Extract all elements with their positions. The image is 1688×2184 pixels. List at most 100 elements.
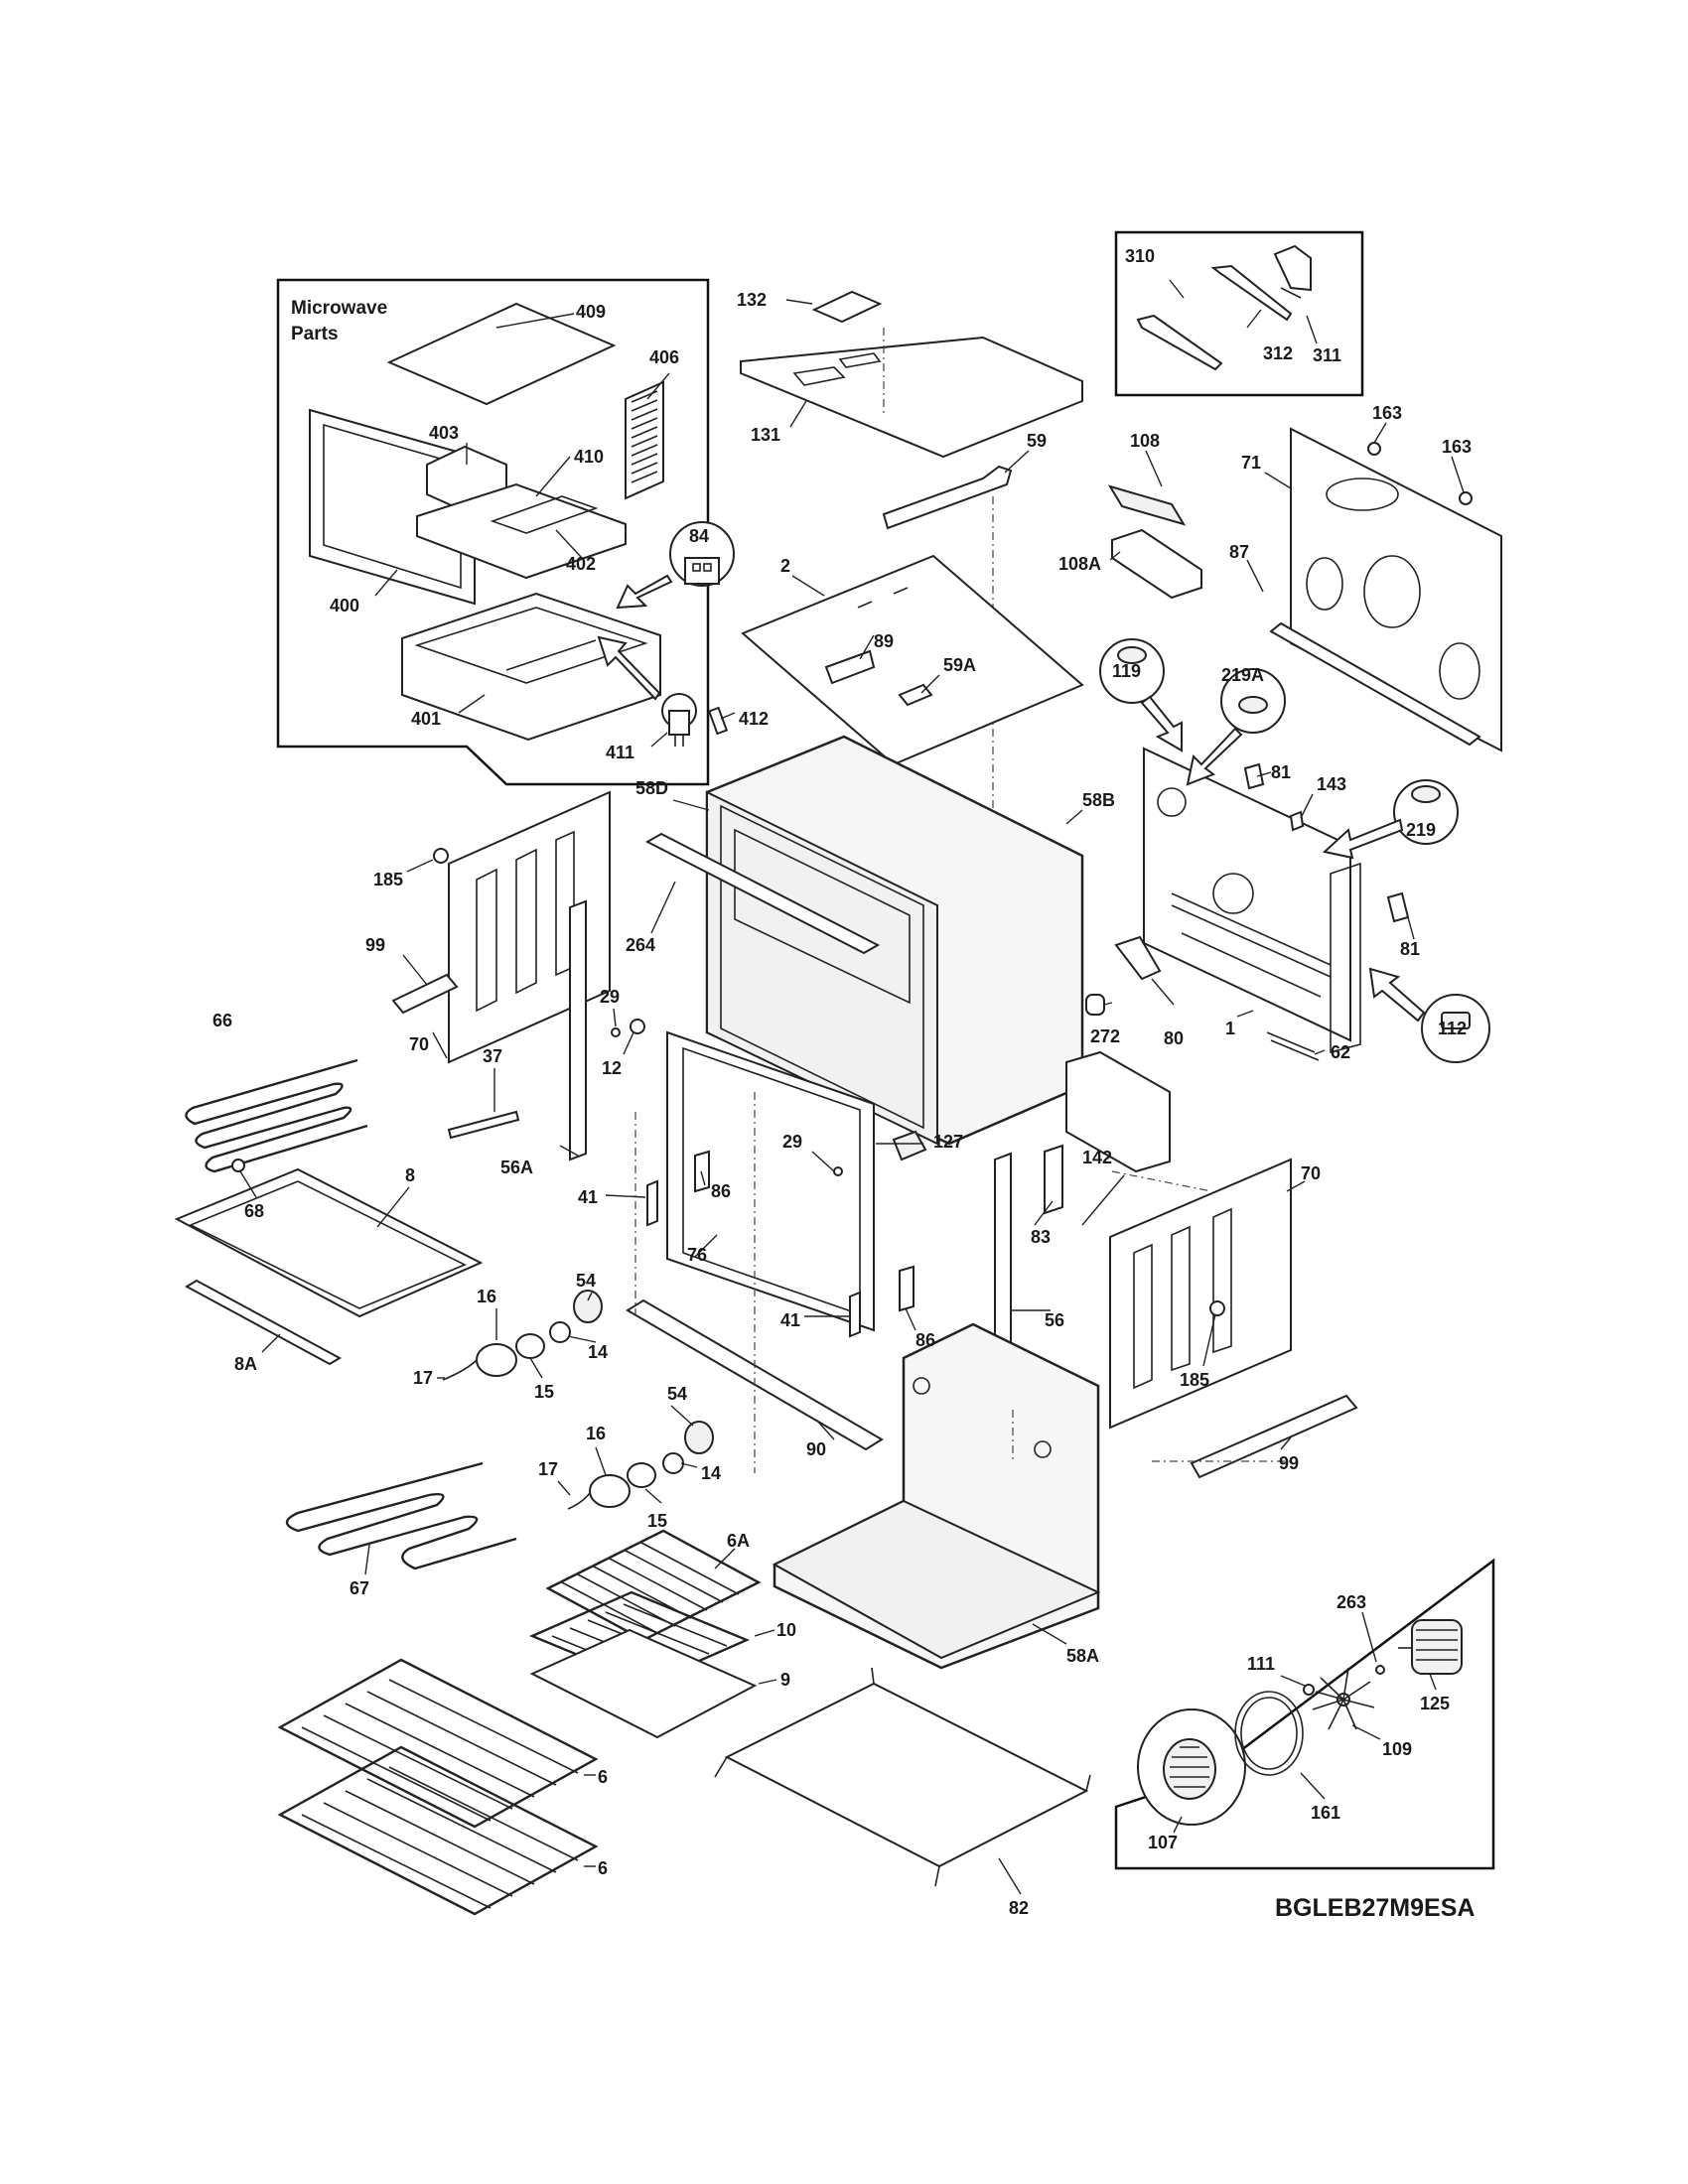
callout-219: 219: [1406, 820, 1436, 840]
oven-cavity: [644, 735, 1171, 1173]
part-81-clip-a: [1243, 762, 1265, 790]
part-82-bottom-tray: [714, 1667, 1091, 1887]
callout-142: 142: [1082, 1148, 1112, 1167]
part-412-fuse: [707, 706, 729, 736]
callout-81-b: 81: [1400, 939, 1420, 959]
part-66-broil-element: [185, 1058, 368, 1173]
microwave-parts-inset: Microwave Parts: [276, 278, 735, 786]
part-263-washer: [1375, 1665, 1385, 1675]
microwave-inset-border: [276, 278, 710, 786]
part-2-oven-top: [741, 554, 1084, 766]
part-108A-bracket: [1111, 528, 1202, 600]
callout-87: 87: [1229, 542, 1249, 562]
callout-109: 109: [1382, 1739, 1412, 1759]
callout-163-b: 163: [1442, 437, 1472, 457]
part-264-rail: [644, 832, 881, 955]
callout-400: 400: [330, 596, 359, 615]
callout-62: 62: [1331, 1042, 1350, 1062]
part-219A-callout: [1186, 668, 1286, 786]
callout-17-a: 17: [413, 1368, 433, 1388]
callout-76: 76: [687, 1245, 707, 1265]
part-185-grommet-a: [433, 848, 449, 864]
callout-68: 68: [244, 1201, 264, 1221]
part-108-group: [1107, 484, 1202, 600]
part-59-duct: [882, 465, 1013, 530]
callout-127: 127: [933, 1132, 963, 1152]
part-310-rod: [1136, 314, 1223, 371]
part-41-hinge-b: [849, 1291, 861, 1338]
callout-411: 411: [606, 743, 634, 762]
callout-263: 263: [1336, 1592, 1366, 1612]
part-14-socket-b: [662, 1452, 684, 1474]
alignment-lines: [634, 1092, 1291, 1473]
callout-406: 406: [649, 347, 679, 367]
callout-58B: 58B: [1082, 790, 1115, 810]
callout-8A: 8A: [234, 1354, 257, 1374]
part-143-clip: [1289, 810, 1305, 832]
callout-99-b: 99: [1279, 1453, 1299, 1473]
part-409-cover: [386, 302, 617, 406]
part-68-screw: [231, 1159, 245, 1172]
callout-37: 37: [483, 1046, 502, 1066]
part-87-rail: [1269, 621, 1481, 747]
callout-41-b: 41: [780, 1310, 800, 1330]
part-17-wire-b: [567, 1492, 591, 1510]
callout-119: 119: [1112, 661, 1141, 681]
callout-403: 403: [429, 423, 459, 443]
callout-16-a: 16: [477, 1287, 496, 1306]
callout-6-a: 6: [598, 1767, 608, 1787]
callout-412: 412: [739, 709, 769, 729]
callout-58D: 58D: [635, 778, 668, 798]
callout-402: 402: [566, 554, 596, 574]
part-54-receptacle-b: [684, 1421, 714, 1454]
callout-41-a: 41: [578, 1187, 598, 1207]
callout-112: 112: [1438, 1019, 1467, 1038]
callout-409: 409: [576, 302, 606, 322]
part-16-lens-a: [476, 1343, 517, 1377]
bracket-310-inset-border: [1114, 230, 1364, 397]
callout-132: 132: [737, 290, 767, 310]
callout-6A: 6A: [727, 1531, 750, 1551]
part-70-side-panel-right: [1109, 1158, 1292, 1430]
part-108-fan: [1107, 484, 1187, 526]
part-163-nut-a: [1367, 442, 1381, 456]
microwave-inset-title-line1: Microwave: [291, 298, 387, 319]
part-132-plate: [811, 290, 883, 324]
part-6-rack-upper: [277, 1658, 599, 1829]
callout-2: 2: [780, 556, 790, 576]
callout-29-a: 29: [600, 987, 620, 1007]
part-15-bulb-b: [627, 1462, 656, 1488]
callout-185-a: 185: [373, 870, 403, 889]
part-58A-floor-insulation: [772, 1322, 1101, 1670]
callout-410: 410: [574, 447, 604, 467]
part-81-clip-b: [1386, 891, 1410, 923]
part-29-grommet-b: [833, 1166, 843, 1176]
leader-lines: [239, 279, 1465, 1895]
callout-108: 108: [1130, 431, 1160, 451]
convection-fan-inset: [1114, 1558, 1495, 1870]
callout-59A: 59A: [943, 655, 976, 675]
part-402-tray: [416, 482, 627, 580]
callout-17-b: 17: [538, 1459, 558, 1479]
part-67-bake-element: [285, 1461, 517, 1570]
callout-163-a: 163: [1372, 403, 1402, 423]
model-number: BGLEB27M9ESA: [1275, 1894, 1475, 1922]
callout-89: 89: [874, 631, 894, 651]
callout-108A: 108A: [1058, 554, 1101, 574]
callout-84: 84: [689, 526, 709, 546]
callout-58A: 58A: [1066, 1646, 1099, 1666]
callout-131: 131: [751, 425, 780, 445]
part-99-rail-left: [391, 973, 459, 1015]
microwave-inset-title-line2: Parts: [291, 324, 339, 344]
callout-143: 143: [1317, 774, 1346, 794]
part-112-callout: [1368, 967, 1490, 1063]
part-14-socket-a: [549, 1321, 571, 1343]
callout-90: 90: [806, 1439, 826, 1459]
callout-81-a: 81: [1271, 762, 1291, 782]
callout-12: 12: [602, 1058, 622, 1078]
part-119-callout: [1099, 638, 1183, 752]
part-9-broil-pan: [529, 1628, 758, 1739]
part-163-nut-b: [1459, 491, 1473, 505]
callout-67: 67: [350, 1578, 369, 1598]
